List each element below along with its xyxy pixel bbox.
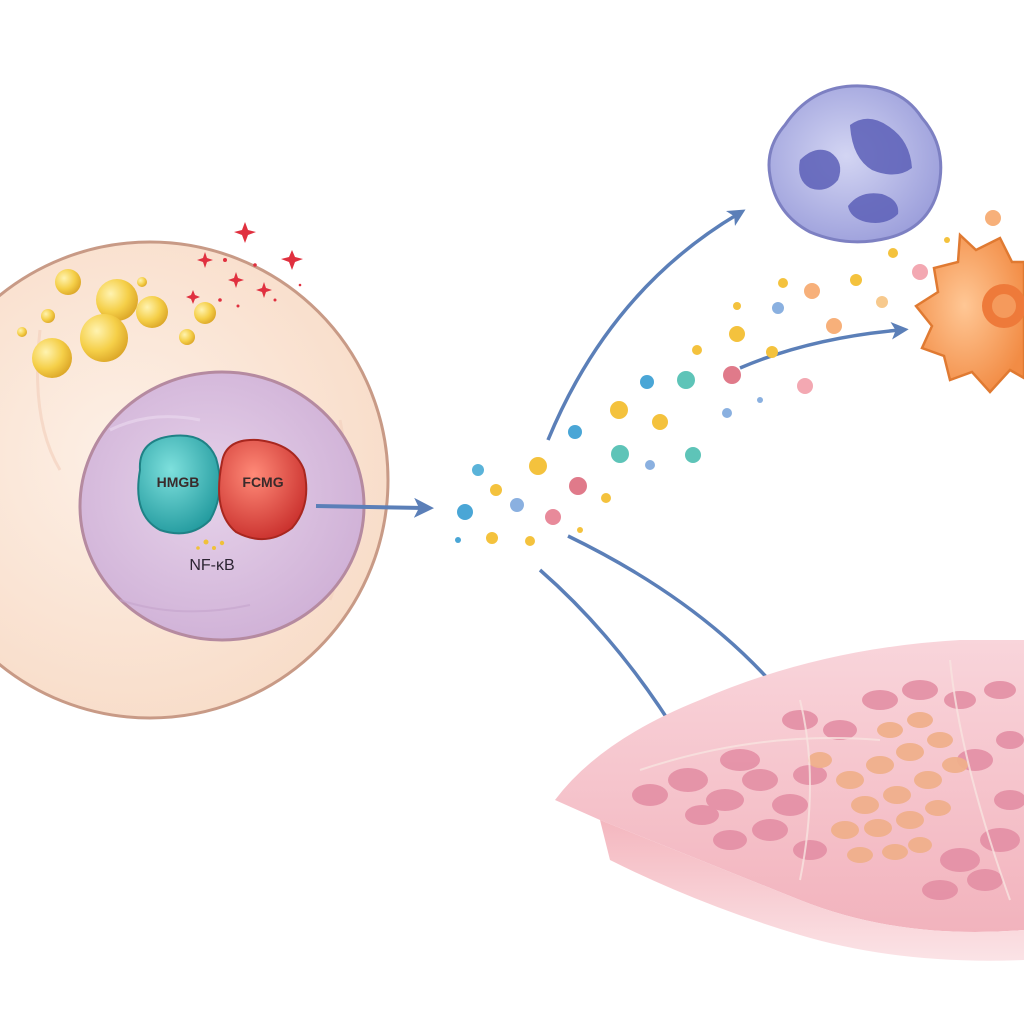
blue-cell-nucleus-lobe (799, 149, 841, 190)
blue-cell-nucleus-lobe (848, 193, 899, 223)
lipid-droplet (194, 302, 216, 324)
tissue-cells-inflamed (808, 712, 968, 863)
protein-complex: HMGB FCMG NF-κB (137, 434, 308, 574)
lipid-droplet (55, 269, 81, 295)
blue-cell-nucleus-lobe (850, 118, 912, 175)
spark-icon (234, 222, 256, 243)
lipid-droplet (179, 329, 195, 345)
protein-right-label: FCMG (242, 474, 283, 490)
spark-icon (186, 290, 200, 304)
stress-sparks (186, 222, 303, 308)
tissue (555, 640, 1024, 961)
binding-specks (196, 539, 225, 550)
protein-left-label: HMGB (157, 474, 200, 490)
lipid-droplet (32, 338, 72, 378)
lipid-droplet (136, 296, 168, 328)
arrow-to-tissue-right (567, 534, 784, 697)
spark-icon (256, 282, 272, 298)
complex-label: NF-κB (189, 557, 234, 574)
lipid-droplet (137, 277, 147, 287)
tissue-side (600, 820, 1024, 961)
blue-cell-membrane (767, 84, 943, 244)
immune-cell-orange (914, 232, 1024, 394)
tissue-surface (555, 640, 1024, 932)
arrow-to-orange-cell (739, 322, 909, 370)
arrow-nucleus-to-signals (315, 497, 434, 518)
arrow-to-tissue-left (538, 568, 687, 750)
signal-particles (455, 210, 1001, 546)
lipid-droplet (41, 309, 55, 323)
lipid-droplets (17, 269, 216, 378)
tissue-cells-pink (632, 680, 1024, 900)
spark-icon (281, 250, 303, 270)
protein-right (218, 438, 308, 540)
spark-icon (228, 272, 244, 288)
lipid-droplet (80, 314, 128, 362)
spark-icon (197, 252, 213, 268)
immune-cell-blue (767, 84, 943, 244)
lipid-droplet (96, 279, 138, 321)
orange-cell-membrane (914, 232, 1024, 394)
lipid-droplet (17, 327, 27, 337)
arrow-to-blue-cell (546, 209, 746, 441)
